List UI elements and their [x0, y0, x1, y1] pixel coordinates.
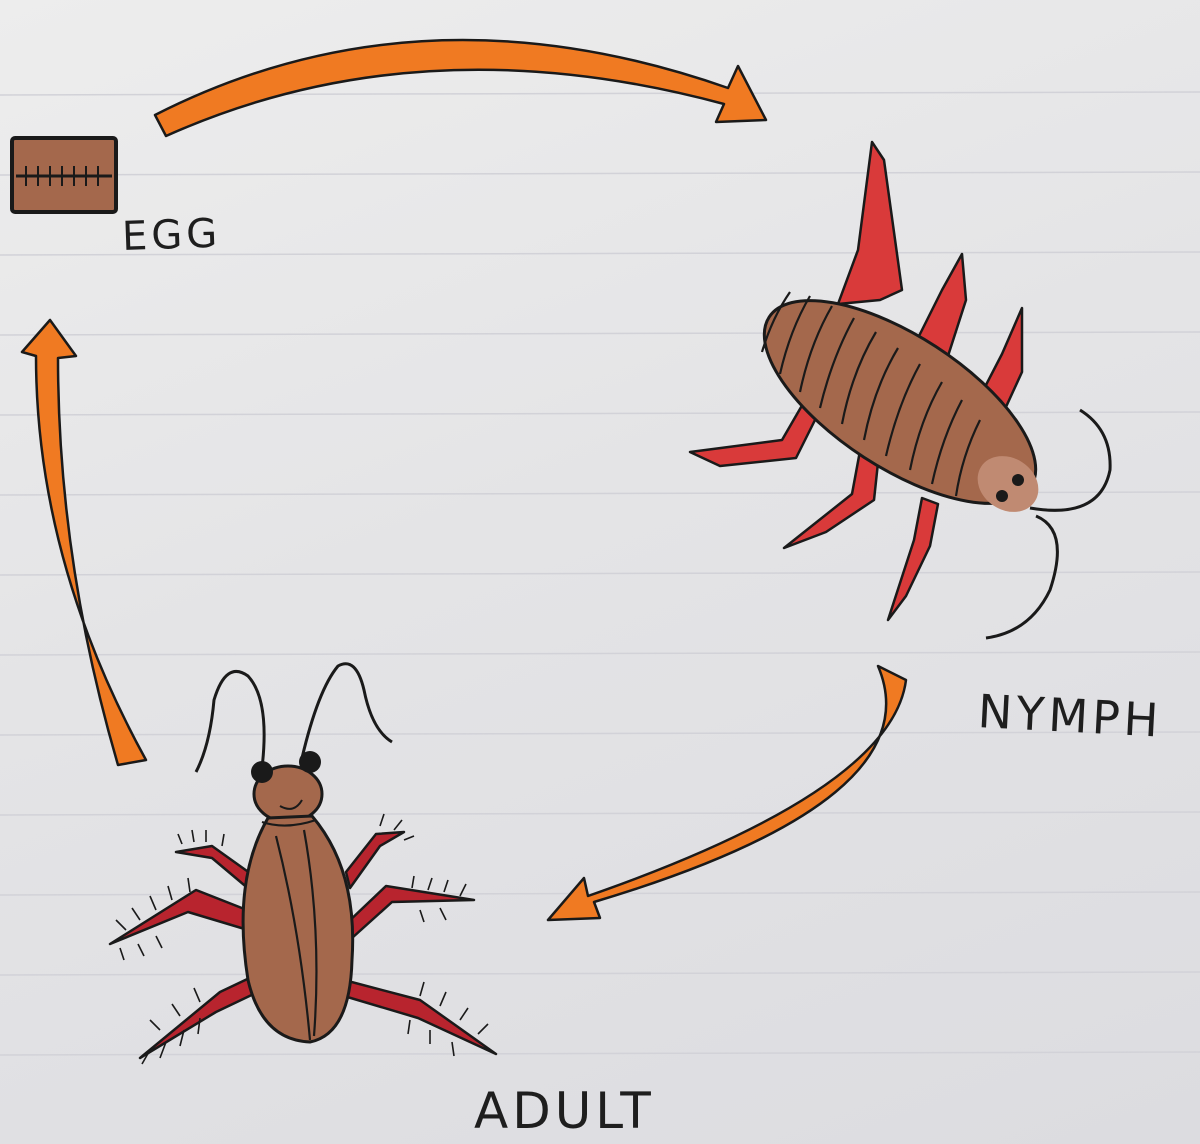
arrow-egg-to-nymph [155, 40, 766, 136]
nymph-label: NYMPH [977, 684, 1164, 748]
adult-label: ADULT [474, 1082, 655, 1140]
arrow-nymph-to-adult [548, 666, 906, 920]
arrow-adult-to-egg [22, 320, 146, 765]
nymph-illustration [690, 142, 1110, 638]
egg-label: EGG [121, 211, 222, 260]
adult-cockroach-illustration [110, 664, 496, 1064]
egg-case-illustration [12, 138, 116, 212]
